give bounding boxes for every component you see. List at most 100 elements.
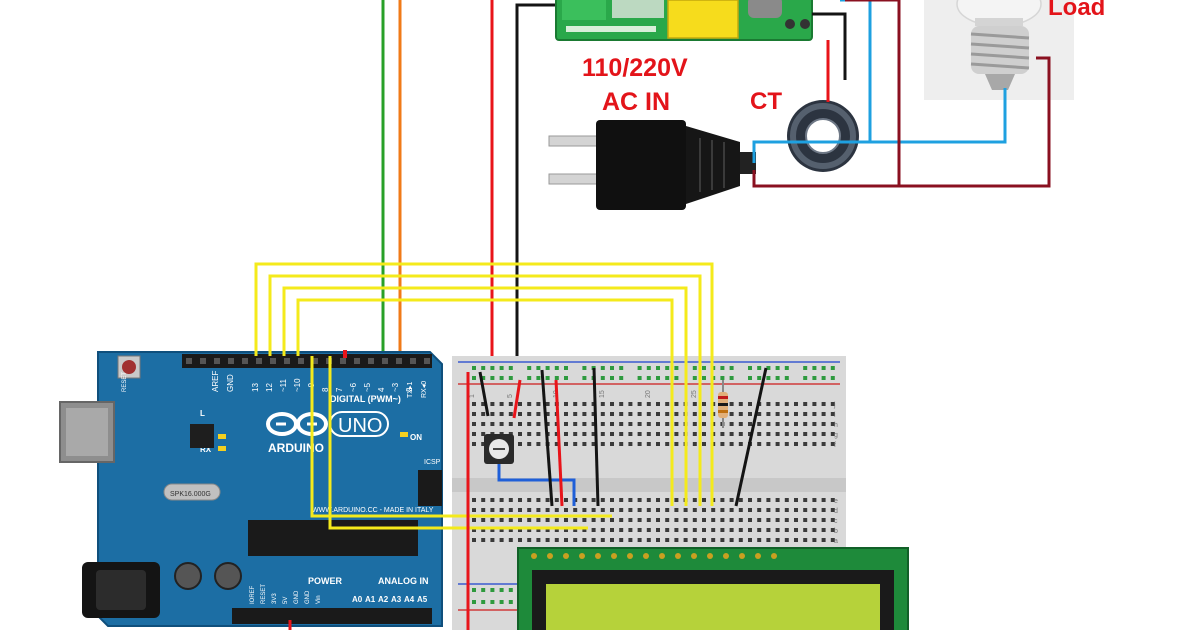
breadboard-hole [784,538,789,542]
breadboard-hole [637,432,642,436]
breadboard-hole [821,432,826,436]
breadboard-hole [554,538,559,542]
breadboard-row-letter: j [833,402,836,409]
breadboard-hole [472,538,476,542]
breadboard-hole [582,508,587,512]
breadboard-hole [803,412,808,416]
breadboard-hole [490,538,495,542]
breadboard-hole [600,508,605,512]
breadboard-hole [637,518,642,522]
breadboard-hole [674,518,679,522]
breadboard-rail-hole [830,366,835,370]
breadboard-hole [775,402,780,406]
breadboard-hole [591,508,596,512]
breadboard-row-letter: g [834,432,838,439]
breadboard-hole [481,498,486,502]
breadboard-hole [591,528,596,532]
breadboard-hole [766,518,771,522]
breadboard-hole [600,422,605,426]
breadboard-hole [573,518,578,522]
breadboard-rail-hole [481,376,486,380]
breadboard-hole [637,412,642,416]
breadboard-hole [499,528,504,532]
breadboard-hole [702,498,706,502]
breadboard-hole [784,402,789,406]
breadboard-hole [830,518,835,522]
breadboard-hole [720,538,725,542]
breadboard-rail-hole [554,376,559,380]
breadboard-hole [748,528,752,532]
breadboard-hole [748,518,752,522]
breadboard-hole [610,442,614,446]
breadboard-hole [692,402,697,406]
breadboard-hole [499,538,504,542]
breadboard-hole [766,538,771,542]
breadboard-hole [665,442,670,446]
breadboard-hole [830,442,835,446]
breadboard-rail-hole [619,366,624,370]
breadboard-hole [665,402,670,406]
breadboard-hole [527,508,532,512]
digital-pin-label: ~5 [363,382,372,392]
breadboard-hole [674,442,679,446]
breadboard-hole [665,538,670,542]
analog-header-label: ANALOG IN [378,576,429,586]
breadboard-hole [545,538,550,542]
breadboard-hole [665,528,670,532]
lcd-data-wiring [254,262,714,530]
breadboard-hole [564,422,568,426]
crystal-label: SPK16.000G [170,491,211,498]
breadboard-hole [729,498,734,502]
breadboard-hole [812,528,817,532]
breadboard-hole [508,518,513,522]
breadboard-hole [545,508,550,512]
breadboard-hole [637,508,642,512]
breadboard-hole [637,442,642,446]
breadboard-hole [490,528,495,532]
breadboard-hole [646,538,651,542]
breadboard-hole [794,538,798,542]
breadboard-hole [573,508,578,512]
breadboard-hole [527,518,532,522]
breadboard-column-mark: 25 [691,390,698,398]
analog-pin-label: A1 [365,595,376,604]
breadboard-hole [582,432,587,436]
breadboard-hole [757,442,762,446]
breadboard-hole [472,528,476,532]
breadboard-hole [775,538,780,542]
breadboard-rail-hole [536,366,541,370]
breadboard-hole [830,528,835,532]
breadboard-hole [702,508,706,512]
breadboard-hole [628,442,633,446]
breadboard-hole [794,528,798,532]
breadboard-hole [656,538,660,542]
digital-pin-label: ~10 [293,378,302,392]
breadboard-hole [628,412,633,416]
breadboard-hole [803,432,808,436]
breadboard-hole [812,508,817,512]
breadboard-hole [821,498,826,502]
breadboard-hole [518,442,522,446]
digital-pin-label: 12 [265,383,274,392]
breadboard-hole [573,538,578,542]
breadboard-hole [702,422,706,426]
breadboard-hole [582,442,587,446]
breadboard-hole [812,518,817,522]
breadboard-hole [830,432,835,436]
breadboard-hole [573,528,578,532]
breadboard-hole [748,412,752,416]
l-led-label: L [200,409,205,418]
breadboard-rail-hole [481,366,486,370]
breadboard-hole [702,432,706,436]
breadboard-hole [591,422,596,426]
breadboard-rail-hole [619,376,624,380]
breadboard-hole [600,528,605,532]
breadboard-hole [738,538,743,542]
breadboard-rail-hole [775,376,780,380]
breadboard-hole [830,498,835,502]
breadboard-hole [720,498,725,502]
breadboard-hole [729,432,734,436]
breadboard-hole [766,508,771,512]
